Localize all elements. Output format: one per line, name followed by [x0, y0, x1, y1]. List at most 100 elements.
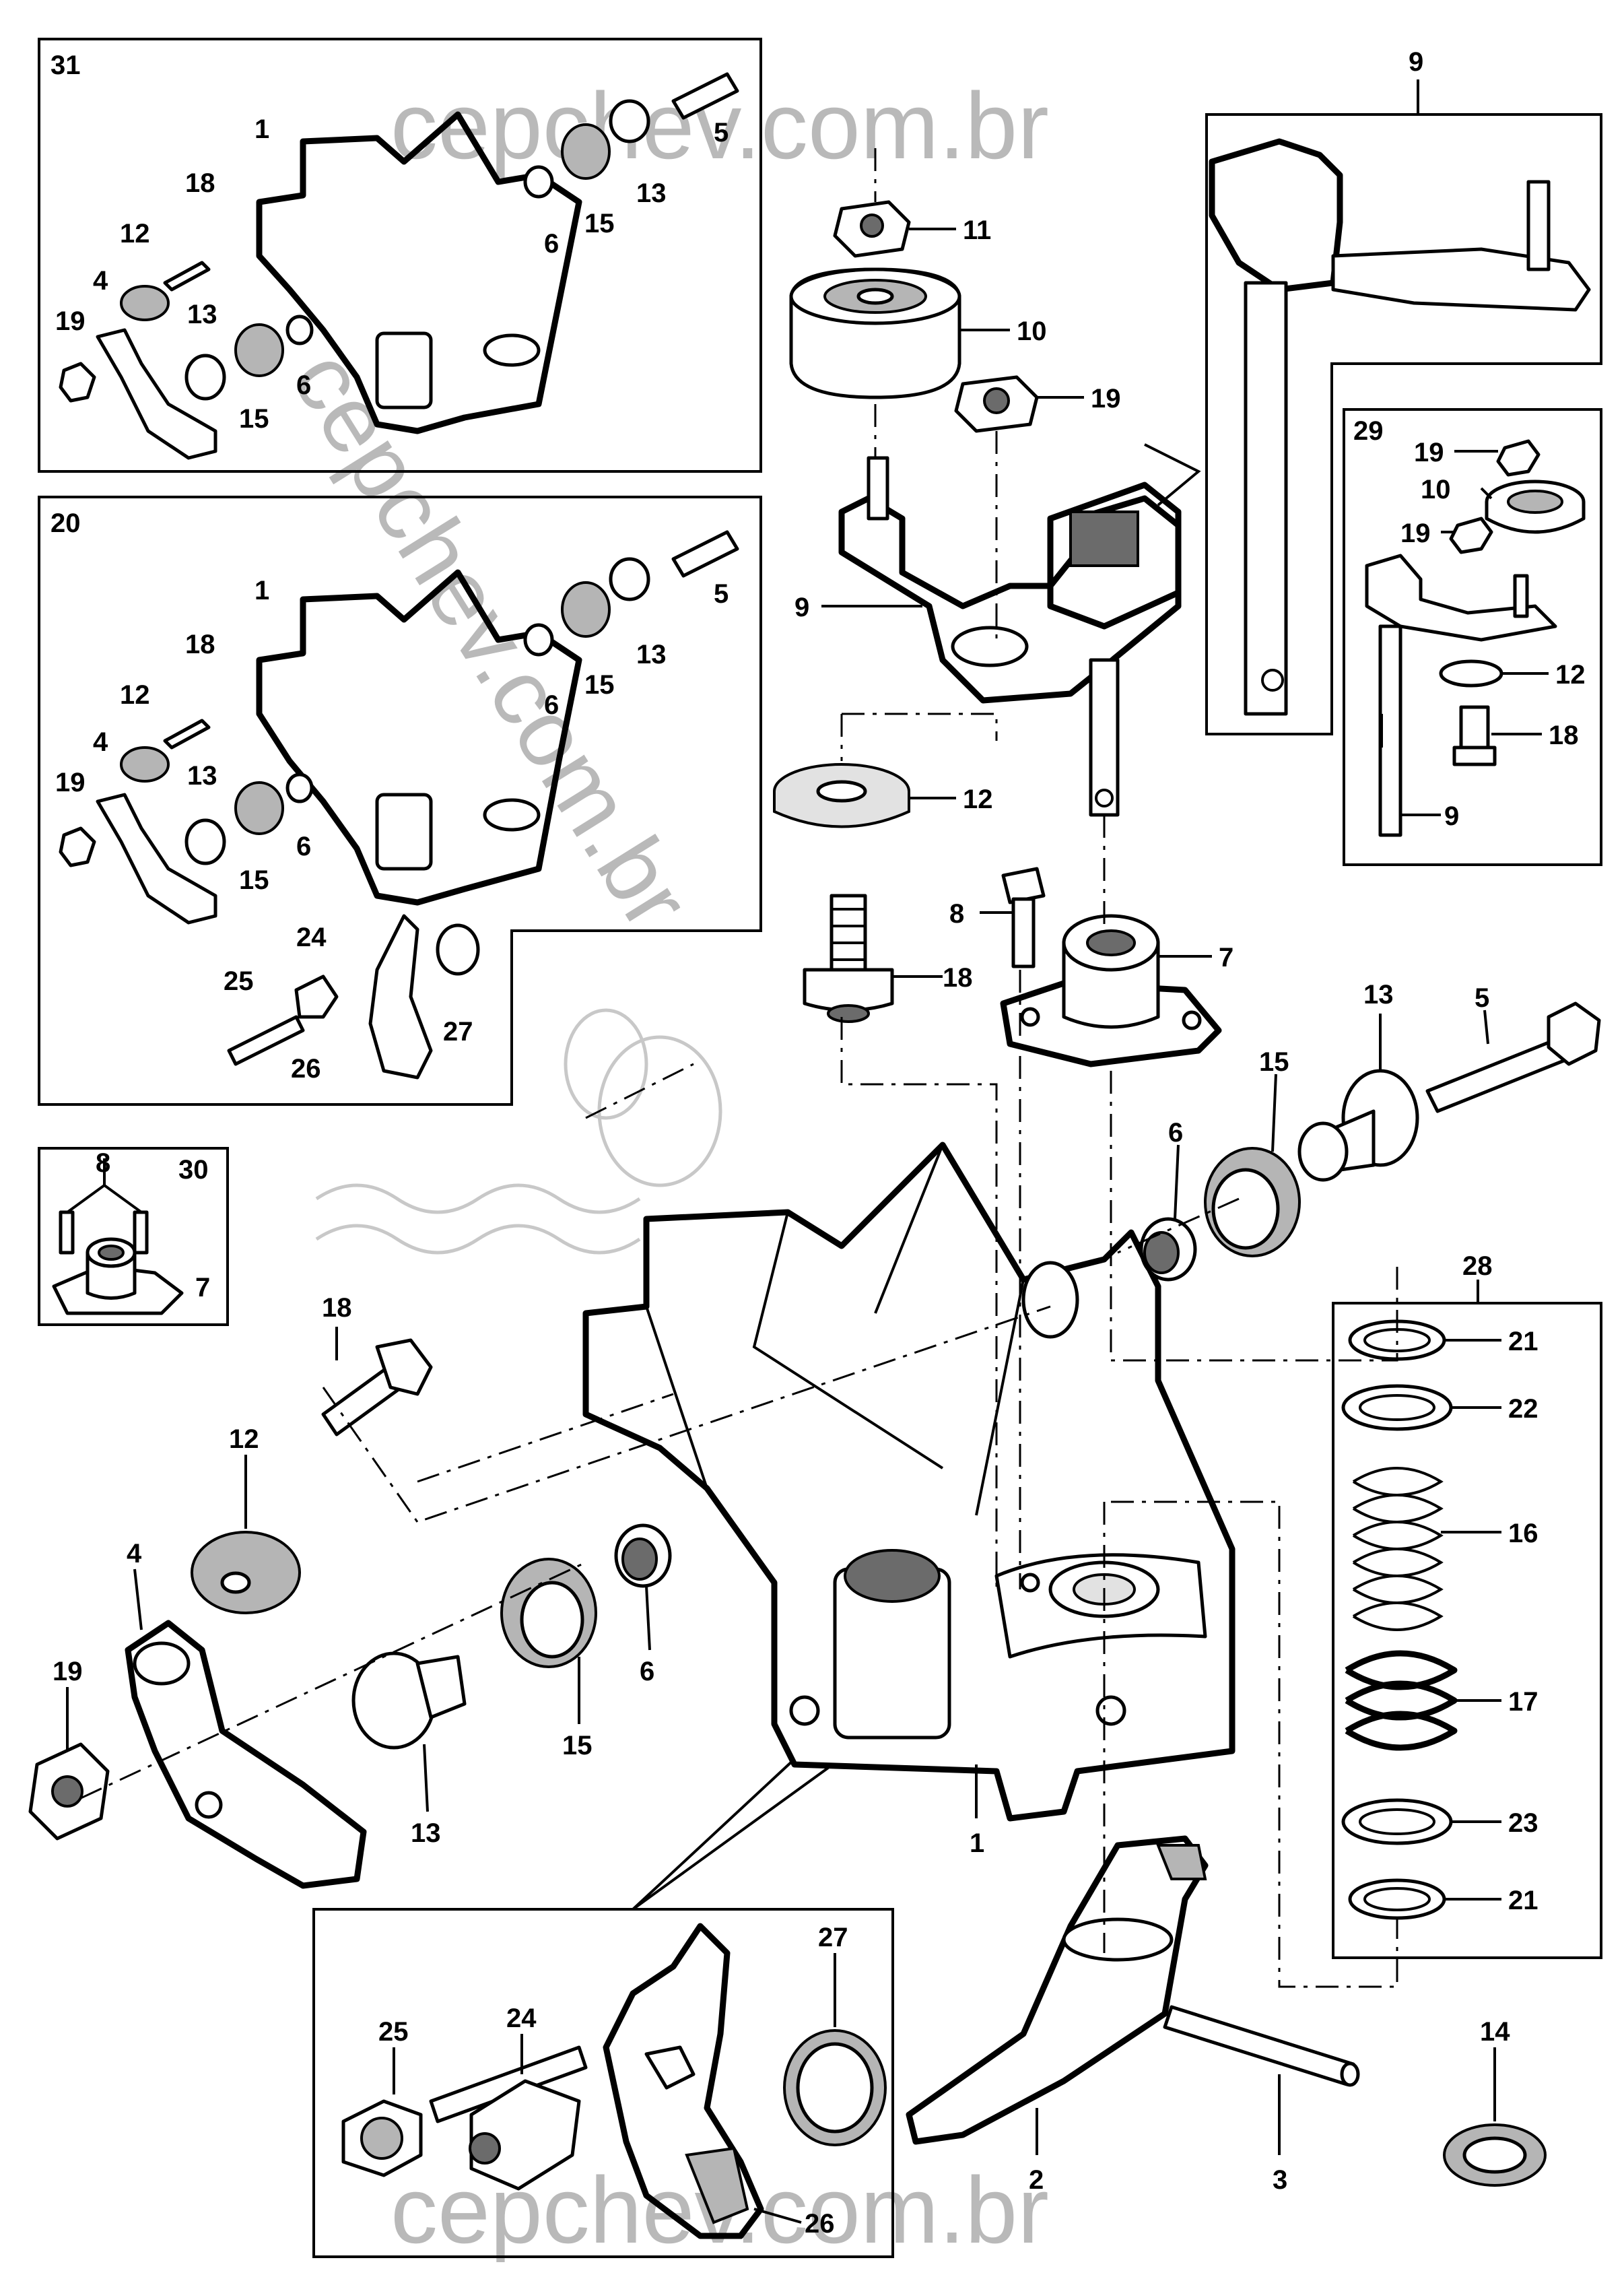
bolt-18-left [321, 1338, 433, 1436]
callout-12: 12 [963, 785, 993, 814]
callout-10: 10 [1017, 317, 1047, 346]
inset-box-29: 29 [1343, 408, 1602, 866]
callout-20-15b: 15 [239, 865, 269, 895]
callout-20-26: 26 [291, 1054, 321, 1084]
selector-lever-9 [838, 456, 1182, 817]
callout-20-25: 25 [224, 966, 254, 996]
interlock-plate-26 [603, 1923, 764, 2239]
callout-30-7: 7 [195, 1273, 210, 1302]
callout-13: 13 [1363, 980, 1394, 1010]
nut-19 [954, 375, 1039, 433]
guide-7 [1000, 914, 1222, 1067]
seal-15-left [500, 1558, 597, 1668]
callout-31-18: 18 [185, 168, 215, 198]
callout-8: 8 [949, 899, 964, 929]
callout-25: 25 [378, 2017, 409, 2047]
callout-3: 3 [1273, 2165, 1287, 2195]
callout-20-4: 4 [93, 727, 108, 757]
inset-20-label: 20 [50, 508, 81, 538]
callout-31-13: 13 [636, 178, 667, 208]
callout-15: 15 [1259, 1047, 1289, 1077]
callout-20-19: 19 [55, 768, 86, 797]
callout-1: 1 [970, 1828, 984, 1858]
callout-30-8: 8 [96, 1148, 110, 1178]
centerlines [80, 148, 1398, 1988]
inset-9-shaft [1209, 138, 1591, 716]
callout-31-1: 1 [255, 114, 269, 144]
callout-12-left: 12 [229, 1424, 259, 1454]
bearing-13-right [1297, 1069, 1419, 1182]
callout-19: 19 [1091, 384, 1121, 414]
callout-20-6: 6 [544, 690, 559, 720]
callout-26: 26 [805, 2209, 835, 2239]
inset-29-parts [1365, 439, 1586, 837]
callout-18: 18 [943, 963, 973, 993]
callout-31-15: 15 [584, 209, 615, 238]
inset-box-bottom [312, 1758, 894, 2258]
callout-29-12: 12 [1555, 660, 1586, 690]
shift-fork-2 [906, 1835, 1209, 2145]
callout-20-13b: 13 [187, 761, 217, 791]
inset-box-30: 30 [38, 1147, 229, 1326]
callout-14: 14 [1480, 2017, 1510, 2047]
inset-box-20: 20 [38, 496, 762, 1106]
callout-27: 27 [818, 1923, 848, 1952]
leader-lines [66, 228, 1549, 2224]
callout-7: 7 [1219, 943, 1233, 972]
inset-box-31: 31 [38, 38, 762, 473]
inset-29-label: 29 [1353, 416, 1384, 446]
inset-9-label: 9 [1409, 47, 1423, 77]
callout-20-18: 18 [185, 630, 215, 659]
inset-20-parts [59, 530, 739, 1080]
inset-box-28: 28 [1332, 1251, 1602, 1959]
washer-12-left [191, 1531, 301, 1614]
callout-23: 23 [1508, 1808, 1538, 1838]
callout-21b: 21 [1508, 1886, 1538, 1915]
bolt-8 [1001, 867, 1046, 968]
callout-19-left: 19 [53, 1657, 83, 1686]
seal-15-right [1204, 1147, 1301, 1257]
o-ring-27 [783, 2029, 887, 2146]
rubber-bushing-10 [789, 267, 961, 399]
callout-20-6b: 6 [296, 832, 311, 861]
inset-31-parts [59, 72, 739, 460]
callout-6-left: 6 [640, 1657, 654, 1686]
shift-housing-1 [582, 1142, 1236, 1822]
callout-20-24: 24 [296, 923, 327, 952]
watermark-diagonal: cepchev.com.br [273, 332, 711, 946]
callout-20-13: 13 [636, 640, 667, 669]
callout-9: 9 [794, 593, 809, 622]
callout-11: 11 [963, 216, 991, 245]
inset-30-parts [52, 1158, 184, 1315]
needle-bearing-6-left [614, 1523, 672, 1588]
callout-20-1: 1 [255, 576, 269, 605]
nut-19-left [28, 1742, 110, 1841]
nut-11 [833, 200, 911, 258]
callout-21: 21 [1508, 1327, 1538, 1356]
callout-17: 17 [1508, 1687, 1538, 1717]
lever-4 [125, 1620, 367, 1889]
inset-31-label: 31 [50, 51, 81, 80]
callout-31-4: 4 [93, 266, 108, 296]
washer-12 [773, 763, 910, 828]
washer-14 [1443, 2123, 1547, 2187]
callout-29-19a: 19 [1414, 438, 1444, 467]
callout-2: 2 [1029, 2165, 1044, 2195]
spring-stack-28 [1341, 1319, 1458, 1920]
callout-20-15: 15 [584, 670, 615, 700]
bolt-5 [1425, 1001, 1601, 1113]
callout-4: 4 [127, 1539, 142, 1568]
callout-13-left: 13 [411, 1818, 441, 1848]
callout-20-27: 27 [443, 1017, 473, 1047]
callout-31-19: 19 [55, 306, 86, 336]
callout-31-13b: 13 [187, 300, 217, 329]
inset-box-9: 9 [1205, 47, 1602, 735]
callout-31-12: 12 [120, 219, 150, 249]
callout-29-9: 9 [1444, 801, 1459, 831]
callout-29-10: 10 [1421, 475, 1451, 504]
callout-24: 24 [506, 2004, 537, 2033]
bolt-18 [803, 894, 894, 1023]
bolt-25 [341, 2045, 588, 2177]
callout-labels: 11 10 19 9 12 18 8 7 5 13 15 6 21 22 16 … [53, 114, 1586, 2239]
